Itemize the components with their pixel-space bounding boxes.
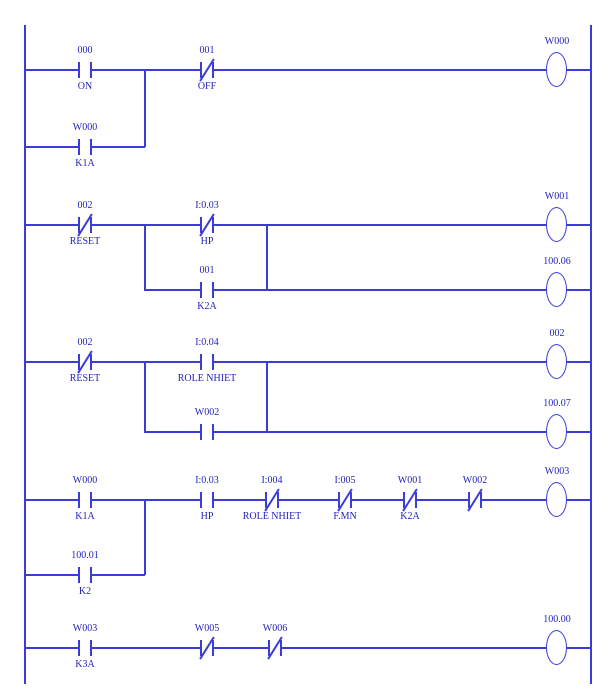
rung5-main-wire <box>25 647 591 649</box>
contact-name: K1A <box>75 158 95 169</box>
rung1-main-wire <box>25 69 591 71</box>
contact-bars <box>200 282 214 298</box>
contact-address: W000 <box>72 475 98 486</box>
contact-bars <box>78 640 92 656</box>
contact-name: K2 <box>78 586 92 597</box>
contact-address: I:0.04 <box>195 337 219 348</box>
right-power-rail <box>590 25 592 684</box>
contact-address: W006 <box>262 623 288 634</box>
contact-address: 001 <box>199 265 215 276</box>
contact-name: K2A <box>400 511 420 522</box>
rung1-branch-vertical <box>144 69 146 147</box>
contact-address: W005 <box>194 623 220 634</box>
contact-address: W002 <box>462 475 488 486</box>
contact-name: K1A <box>75 511 95 522</box>
contact-bars <box>200 424 214 440</box>
contact-bars <box>78 139 92 155</box>
coil-symbol <box>546 207 567 242</box>
coil-symbol <box>546 272 567 307</box>
coil-address: 002 <box>549 328 565 339</box>
coil-address: 100.00 <box>543 614 571 625</box>
coil-address: 100.07 <box>543 398 571 409</box>
rung2-branch-vertical-left <box>144 224 146 290</box>
contact-bars <box>200 492 214 508</box>
contact-bars <box>200 354 214 370</box>
contact-name: HP <box>200 236 214 247</box>
coil-symbol <box>546 52 567 87</box>
contact-name: K2A <box>197 301 217 312</box>
contact-name: ROLE NHIET <box>177 373 237 384</box>
coil-address: 100.06 <box>543 256 571 267</box>
rung3-branch-vertical-left <box>144 361 146 432</box>
rung2-branch-wire <box>144 289 591 291</box>
coil-address: W000 <box>544 36 570 47</box>
contact-bars <box>78 492 92 508</box>
contact-address: 002 <box>77 337 93 348</box>
contact-name: RESET <box>69 236 101 247</box>
contact-address: 002 <box>77 200 93 211</box>
contact-address: 000 <box>77 45 93 56</box>
coil-address: W003 <box>544 466 570 477</box>
rung4-main-wire <box>25 499 591 501</box>
contact-address: W000 <box>72 122 98 133</box>
contact-name: K3A <box>75 659 95 670</box>
coil-symbol <box>546 630 567 665</box>
contact-address: I:0.03 <box>195 475 219 486</box>
contact-bars <box>78 62 92 78</box>
contact-name: ON <box>77 81 93 92</box>
coil-symbol <box>546 344 567 379</box>
contact-address: W001 <box>397 475 423 486</box>
contact-address: I:004 <box>261 475 283 486</box>
rung2-main-wire <box>25 224 591 226</box>
rung3-main-wire <box>25 361 591 363</box>
contact-name: HP <box>200 511 214 522</box>
rung2-branch-vertical-right <box>266 224 268 290</box>
contact-name: RESET <box>69 373 101 384</box>
left-power-rail <box>24 25 26 684</box>
contact-address: W003 <box>72 623 98 634</box>
contact-address: 001 <box>199 45 215 56</box>
contact-address: I:005 <box>334 475 356 486</box>
rung4-branch-vertical <box>144 499 146 575</box>
coil-symbol <box>546 482 567 517</box>
contact-address: I:0.03 <box>195 200 219 211</box>
coil-address: W001 <box>544 191 570 202</box>
contact-name: F.MN <box>333 511 357 522</box>
contact-bars <box>78 567 92 583</box>
contact-address: 100.01 <box>71 550 99 561</box>
rung3-branch-vertical-right <box>266 361 268 432</box>
contact-name: ROLE NHIET <box>242 511 302 522</box>
coil-symbol <box>546 414 567 449</box>
contact-name: OFF <box>197 81 217 92</box>
rung3-branch-wire <box>144 431 591 433</box>
contact-address: W002 <box>194 407 220 418</box>
